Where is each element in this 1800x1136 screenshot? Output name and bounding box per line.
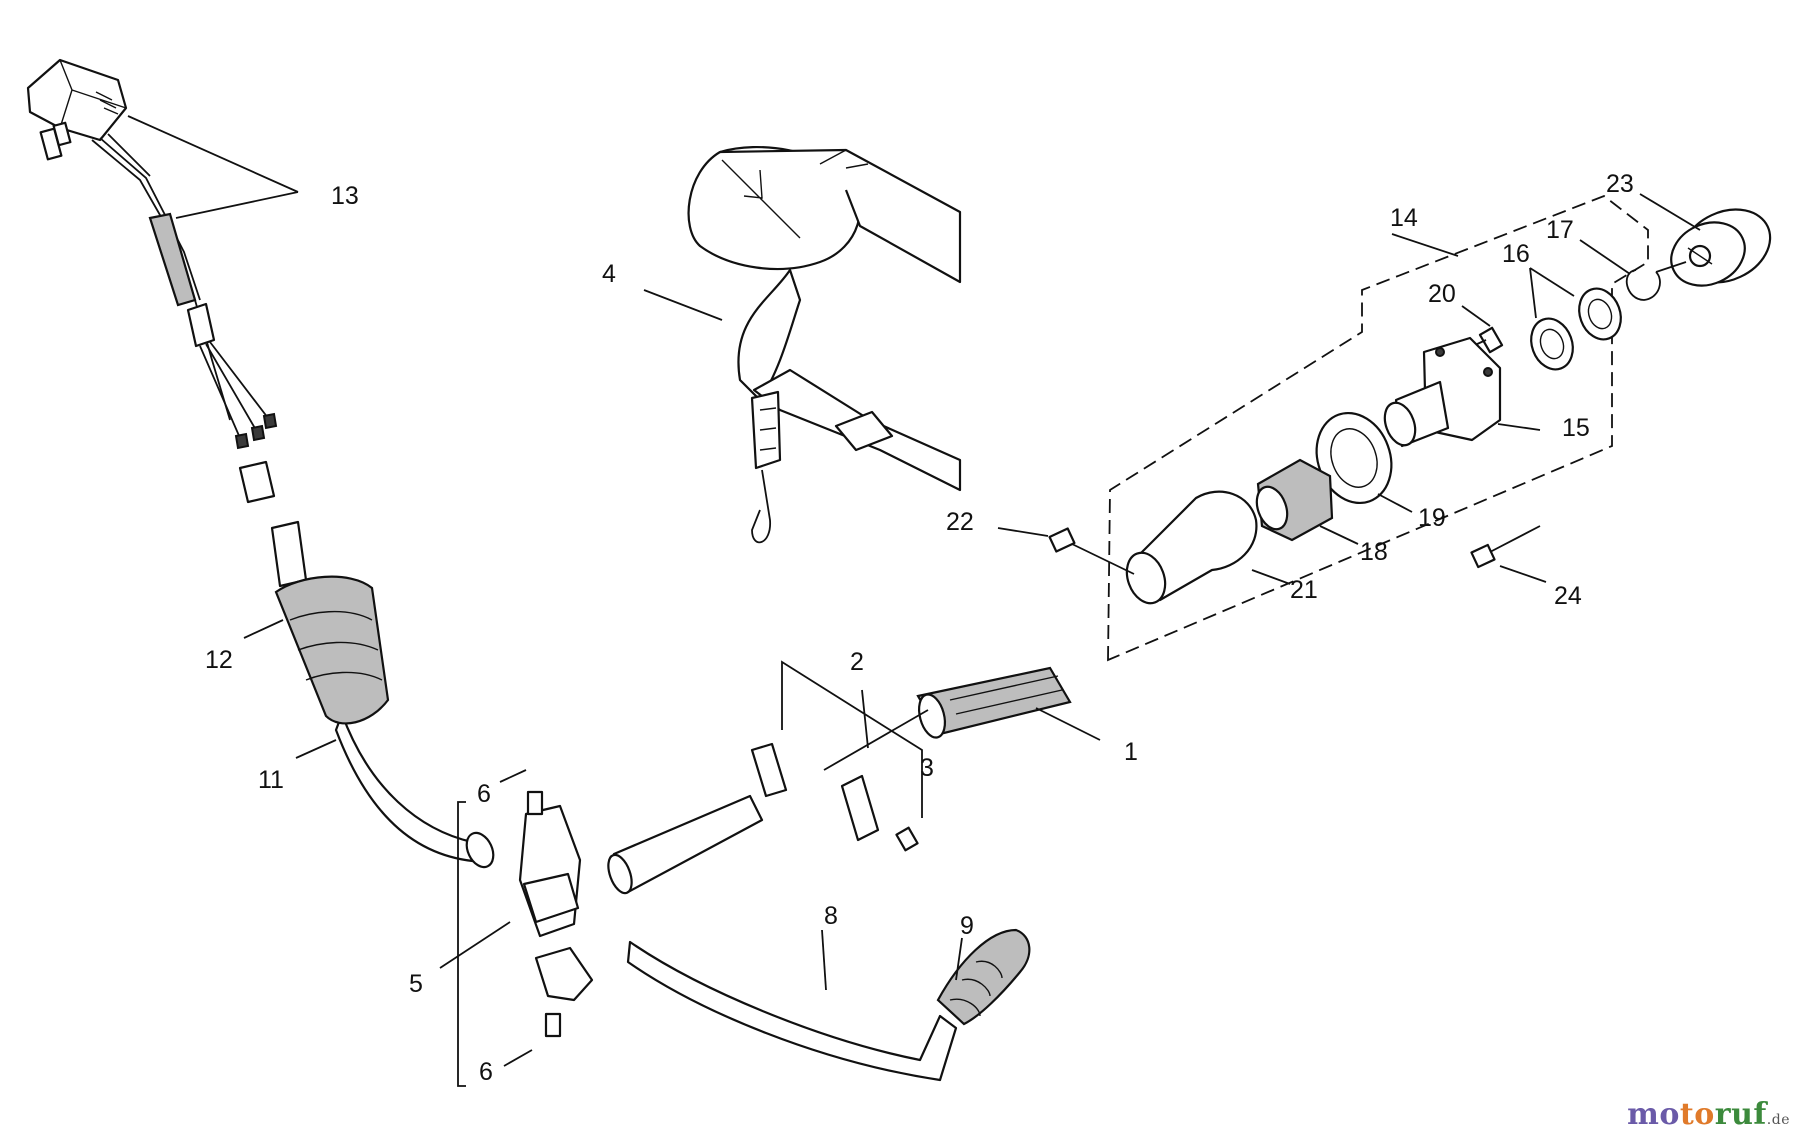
site-watermark: motoruf.de <box>1627 1097 1790 1132</box>
ferrule <box>238 460 276 504</box>
watermark-part-ruf: ruf <box>1714 1097 1767 1132</box>
label-12: 12 <box>205 646 233 674</box>
leader-20 <box>1461 305 1491 327</box>
label-15: 15 <box>1562 414 1590 442</box>
label-22: 22 <box>946 508 974 536</box>
bracket-2 <box>781 660 923 818</box>
part-11-handle-bar <box>270 520 495 869</box>
part-16-bearings <box>1530 287 1622 371</box>
leader-16b <box>1529 267 1537 319</box>
leader-6b <box>503 1049 533 1067</box>
label-6b: 6 <box>479 1058 493 1086</box>
leader-16a <box>1529 267 1575 297</box>
label-4: 4 <box>602 260 616 288</box>
leader-17b <box>1655 261 1687 273</box>
leader-6a <box>499 769 527 783</box>
label-3: 3 <box>920 754 934 782</box>
label-21: 21 <box>1290 576 1318 604</box>
part-5-clamp <box>518 790 594 1038</box>
label-14: 14 <box>1390 204 1418 232</box>
leader-23 <box>1639 193 1701 231</box>
label-16: 16 <box>1502 240 1530 268</box>
part-24-bolt <box>1470 525 1541 569</box>
watermark-part-mo: mo <box>1627 1097 1680 1132</box>
label-2: 2 <box>850 648 864 676</box>
leader-22 <box>997 527 1049 537</box>
leader-2b <box>823 709 929 771</box>
watermark-part-to: to <box>1679 1097 1715 1132</box>
part-1-grip <box>916 666 1072 739</box>
label-13: 13 <box>331 182 359 210</box>
part-17-snap-ring <box>1625 269 1661 301</box>
part-15-gear-housing <box>1383 336 1502 448</box>
part-14-assembly-outline <box>1107 194 1649 662</box>
label-5: 5 <box>409 970 423 998</box>
part-12-grip <box>274 575 390 725</box>
label-9: 9 <box>960 912 974 940</box>
label-17: 17 <box>1546 216 1574 244</box>
leader-14 <box>1391 233 1459 257</box>
leader-13b <box>175 191 299 219</box>
bracket-5-6 <box>457 801 466 1087</box>
leader-1 <box>1035 707 1101 741</box>
label-1: 1 <box>1124 738 1138 766</box>
label-8: 8 <box>824 902 838 930</box>
label-11: 11 <box>258 766 284 794</box>
leader-19 <box>1377 493 1413 513</box>
label-20: 20 <box>1428 280 1456 308</box>
leader-12 <box>243 619 284 639</box>
part-23-clutch-drum <box>1670 208 1772 287</box>
part-8-handle-bar <box>626 940 958 1082</box>
leader-9 <box>955 937 963 981</box>
leader-4 <box>643 289 723 321</box>
watermark-tld: .de <box>1766 1112 1790 1128</box>
leader-17 <box>1579 239 1631 275</box>
front-handle-tube <box>607 794 764 895</box>
part-21-cone-housing <box>1125 490 1258 605</box>
leader-5 <box>439 921 511 969</box>
leader-24 <box>1499 565 1547 583</box>
label-6a: 6 <box>477 780 491 808</box>
leader-11 <box>295 739 337 759</box>
leader-2 <box>861 689 869 749</box>
leader-18 <box>1319 525 1359 545</box>
part-22-bolt <box>1048 527 1135 575</box>
label-19: 19 <box>1418 504 1446 532</box>
part-4-harness <box>687 146 962 544</box>
leader-8 <box>821 929 827 991</box>
part-13-switch-assembly <box>26 58 278 450</box>
leader-15 <box>1497 423 1541 431</box>
part-2-clip <box>750 742 919 852</box>
part-9-grip <box>936 928 1031 1026</box>
part-18-coupling <box>1255 458 1334 542</box>
leader-13a <box>127 115 299 193</box>
label-23: 23 <box>1606 170 1634 198</box>
label-24: 24 <box>1554 582 1582 610</box>
label-18: 18 <box>1360 538 1388 566</box>
leader-21 <box>1251 569 1291 585</box>
